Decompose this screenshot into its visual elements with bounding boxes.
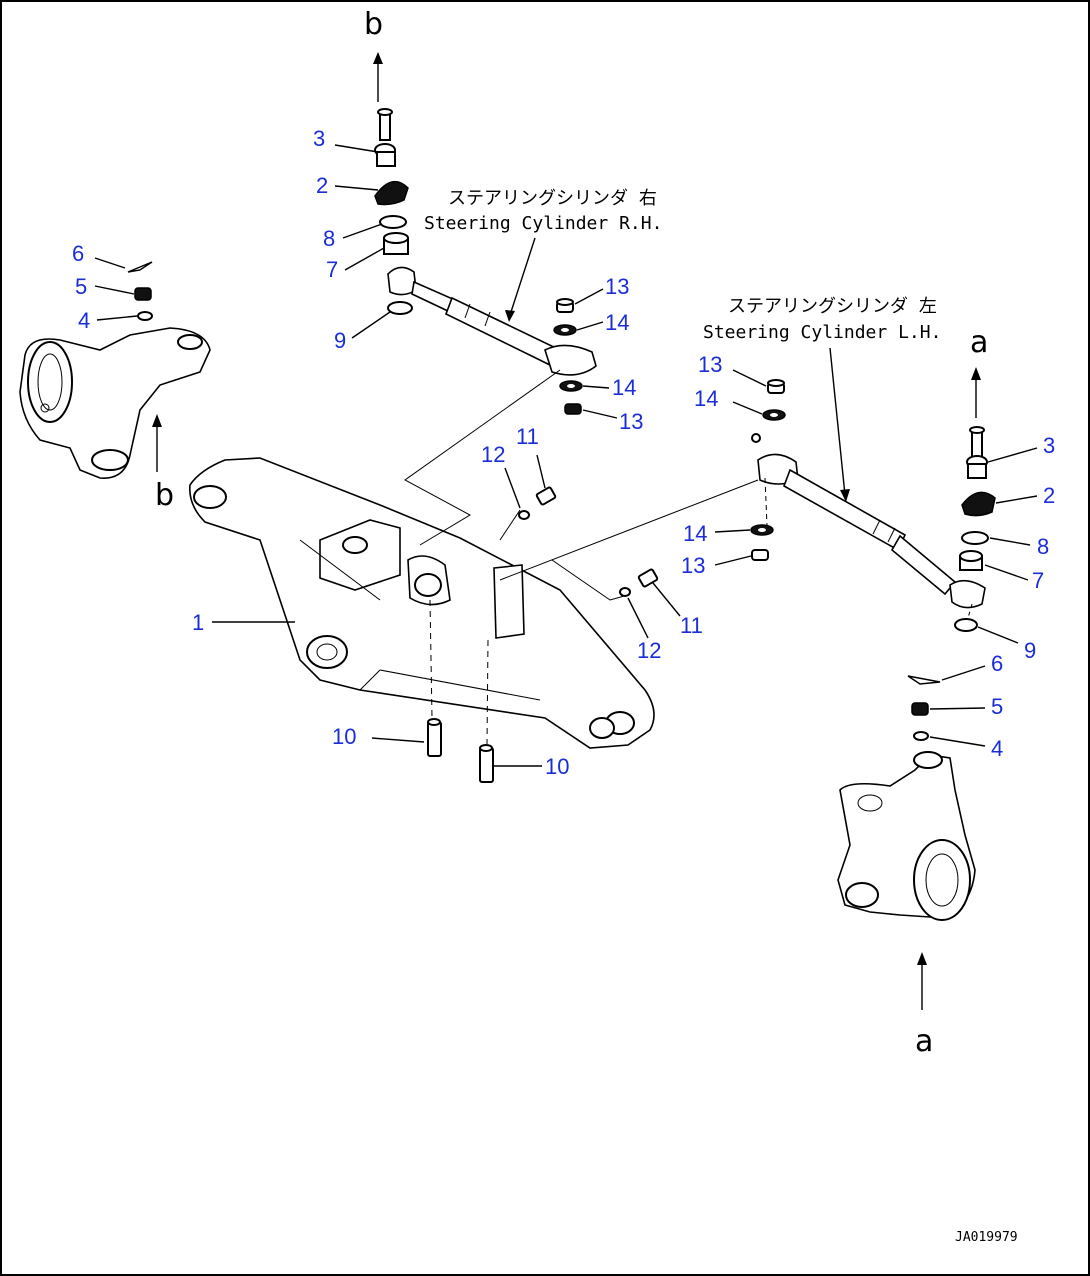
- leader-caption-rh-head: [505, 310, 515, 322]
- part-castle-nut-right: [911, 702, 929, 716]
- part-bolt-11-upper: [535, 486, 557, 506]
- callout-8-rh: 8: [323, 226, 335, 251]
- callout-12-upper: 12: [481, 442, 505, 467]
- caption-cylinder-lh-en: Steering Cylinder L.H.: [703, 322, 941, 343]
- part-o-ring-upper-lh: [961, 531, 989, 545]
- marker-b-top: b: [364, 7, 383, 42]
- callout-4-right: 4: [991, 736, 1003, 761]
- callout-2-rh: 2: [316, 173, 328, 198]
- callout-2-lh: 2: [1043, 483, 1055, 508]
- callout-9-lh: 9: [1024, 638, 1036, 663]
- callout-14-rh-lower: 14: [612, 375, 636, 400]
- callouts: 3 2 8 7 9 6 5 4 13 14 14 13 13 14 14 13 …: [72, 126, 1055, 779]
- callout-14-lh-upper: 14: [694, 386, 718, 411]
- leader-caption-lh: [829, 347, 846, 496]
- part-cotter-pin-left: [127, 261, 153, 273]
- part-nut-13-lower-lh: [751, 549, 769, 561]
- part-bushing-upper-lh: [959, 550, 983, 571]
- callout-11-lower: 11: [680, 613, 703, 638]
- part-ring-lower-lh: [954, 618, 978, 632]
- part-bushing-upper-rh: [383, 232, 409, 255]
- caption-cylinder-rh-en: Steering Cylinder R.H.: [424, 213, 662, 234]
- part-ring-lower-rh: [387, 301, 413, 315]
- part-kingpin-upper-lh: [966, 426, 988, 479]
- part-pin-10-right: [479, 744, 494, 783]
- part-washer-12-lower: [619, 587, 631, 597]
- leader-lines: [94, 144, 1038, 767]
- callout-13-rh-lower: 13: [619, 409, 643, 434]
- part-steering-knuckle-left: [19, 327, 211, 479]
- callout-3-lh: 3: [1043, 433, 1055, 458]
- leader-caption-lh-head: [840, 489, 850, 502]
- marker-a-top: a: [970, 325, 988, 360]
- part-cotter-pin-right: [907, 675, 941, 685]
- callout-6-left: 6: [72, 241, 84, 266]
- part-washer-14-upper-lh: [762, 409, 786, 421]
- callout-3-rh: 3: [313, 126, 325, 151]
- callout-5-right: 5: [991, 694, 1003, 719]
- callout-12-lower: 12: [637, 638, 661, 663]
- part-steering-cylinder-lh: [751, 433, 986, 609]
- part-bolt-11-lower: [637, 568, 659, 588]
- callout-4-left: 4: [78, 308, 90, 333]
- part-dust-seal-upper-rh: [374, 180, 409, 206]
- callout-7-lh: 7: [1032, 568, 1044, 593]
- callout-10-left: 10: [332, 724, 356, 749]
- callout-13-lh-upper: 13: [698, 352, 722, 377]
- part-washer-12-upper: [518, 510, 530, 520]
- callout-14-lh-lower: 14: [683, 521, 707, 546]
- marker-b-bottom: b: [155, 478, 174, 513]
- part-nut-13-lower-rh: [564, 403, 582, 415]
- part-steering-cylinder-rh: [387, 266, 597, 376]
- part-axle-beam: [188, 457, 655, 749]
- callout-13-rh-upper: 13: [605, 274, 629, 299]
- callout-5-left: 5: [75, 274, 87, 299]
- callout-7-rh: 7: [326, 257, 338, 282]
- callout-11-upper: 11: [516, 424, 539, 449]
- callout-10-right: 10: [545, 754, 569, 779]
- callout-9-rh: 9: [334, 328, 346, 353]
- assembly-lines: [404, 369, 973, 745]
- marker-a-top-arrowhead: [971, 367, 981, 380]
- marker-b-bottom-arrowhead: [152, 414, 162, 427]
- callout-6-right: 6: [991, 651, 1003, 676]
- callout-1-axle: 1: [192, 610, 204, 635]
- part-dust-seal-upper-lh: [961, 491, 996, 517]
- callout-14-rh-upper: 14: [605, 310, 629, 335]
- part-washer-left: [137, 311, 153, 321]
- part-kingpin-upper-rh: [374, 108, 396, 167]
- part-o-ring-upper-rh: [379, 215, 407, 229]
- caption-cylinder-lh-ja: ステアリングシリンダ 左: [728, 296, 937, 317]
- part-washer-right: [913, 731, 929, 741]
- callout-13-lh-lower: 13: [681, 553, 705, 578]
- marker-a-bottom-arrowhead: [917, 952, 927, 965]
- leader-caption-rh: [509, 237, 536, 316]
- marker-a-bottom: a: [915, 1024, 933, 1059]
- part-nut-13-upper-lh: [767, 379, 785, 394]
- marker-b-top-arrowhead: [373, 52, 383, 64]
- part-washer-14-lower-lh: [750, 524, 774, 536]
- part-pin-10-left: [427, 718, 442, 757]
- part-washer-14-upper-rh: [553, 324, 577, 336]
- part-nut-13-upper-rh: [556, 298, 574, 313]
- part-washer-14-lower-rh: [559, 380, 583, 392]
- drawing-code: JA019979: [955, 1230, 1018, 1245]
- part-steering-knuckle-right: [837, 751, 976, 921]
- callout-8-lh: 8: [1037, 534, 1049, 559]
- part-castle-nut-left: [134, 287, 152, 301]
- caption-cylinder-rh-ja: ステアリングシリンダ 右: [448, 188, 657, 209]
